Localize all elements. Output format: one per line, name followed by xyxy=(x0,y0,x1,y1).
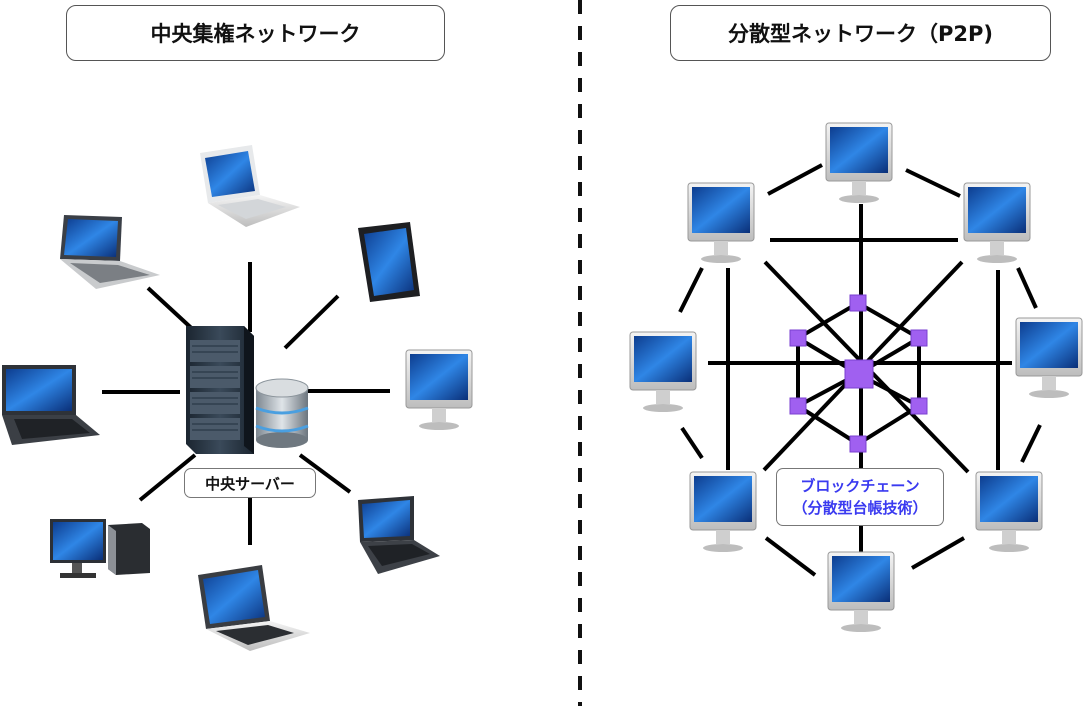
laptop-bottom-icon xyxy=(198,565,310,651)
blockchain-label-line1: ブロックチェーン xyxy=(800,477,920,495)
link-bottomleft-to-bottom xyxy=(764,536,817,577)
link-bottomright-to-bottom xyxy=(911,536,965,570)
database-icon xyxy=(255,378,309,448)
server-rack-icon xyxy=(186,326,254,454)
link-server-tablet xyxy=(283,294,340,350)
left-title: 中央集権ネットワーク xyxy=(66,5,445,61)
right-title: 分散型ネットワーク（P2P) xyxy=(670,5,1051,61)
cube-top xyxy=(849,294,867,312)
link-top-to-topleft xyxy=(767,163,823,196)
link-top-to-topright xyxy=(905,168,961,198)
link-server-netbook-right xyxy=(298,453,352,494)
monitor-p2p-topright xyxy=(963,182,1031,263)
link-left-to-bottomleft xyxy=(680,426,704,460)
link-topright-to-right xyxy=(1016,267,1038,309)
monitor-p2p-right xyxy=(1015,317,1083,398)
monitor-p2p-bottom xyxy=(827,551,895,632)
desktop-pc-icon xyxy=(50,519,150,578)
blockchain-cubes xyxy=(789,294,928,453)
p2p-monitors xyxy=(629,122,1083,632)
laptop-topleft-icon xyxy=(60,215,160,289)
cube-upper-right xyxy=(910,329,928,347)
cube-lower-left xyxy=(789,397,807,415)
tablet-icon xyxy=(358,222,420,302)
cube-bottom xyxy=(849,435,867,453)
blockchain-label: ブロックチェーン （分散型台帳技術） xyxy=(776,468,944,526)
cube-upper-left xyxy=(789,329,807,347)
link-right-to-bottomright xyxy=(1020,424,1042,463)
monitor-p2p-left xyxy=(629,331,697,412)
laptop-top-icon xyxy=(200,145,300,227)
cube-lower-right xyxy=(910,397,928,415)
netbook-right-icon xyxy=(358,496,440,574)
laptop-left-icon xyxy=(2,365,100,445)
cube-center xyxy=(844,359,874,389)
monitor-p2p-bottomleft xyxy=(689,471,757,552)
link-server-desktop xyxy=(138,453,197,502)
monitor-right-icon xyxy=(405,349,473,430)
blockchain-label-line2: （分散型台帳技術） xyxy=(792,499,928,517)
server-label: 中央サーバー xyxy=(184,468,316,498)
link-topleft-to-left xyxy=(678,267,704,313)
monitor-p2p-topleft xyxy=(687,182,755,263)
monitor-p2p-bottomright xyxy=(975,471,1043,552)
monitor-p2p-top xyxy=(825,122,893,203)
